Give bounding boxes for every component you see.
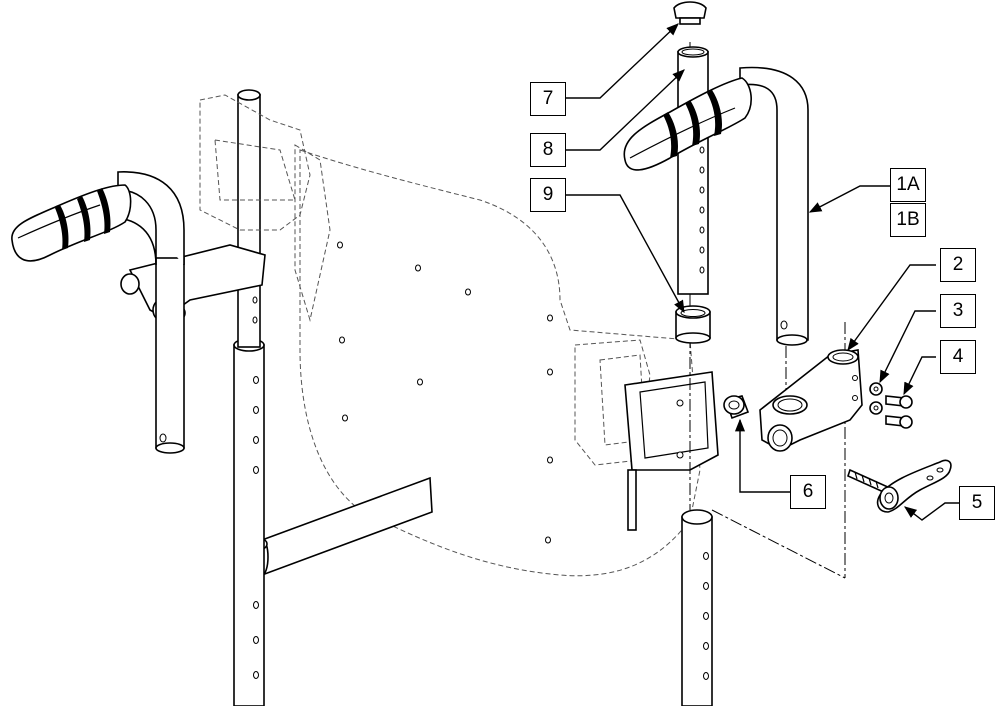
callout-2: 2 — [940, 248, 976, 282]
backrest-panel-ghost — [299, 149, 701, 577]
callout-9: 9 — [530, 178, 566, 212]
callout-4: 4 — [940, 340, 976, 374]
part-3-washers — [869, 382, 883, 415]
panel-holes — [337, 241, 553, 544]
callout-6: 6 — [790, 475, 826, 509]
left-grip — [11, 184, 132, 262]
callout-3: 3 — [940, 294, 976, 328]
part-2-clamp-block — [759, 349, 863, 452]
part-8-adjustment-tube — [677, 46, 709, 295]
left-frame-post — [233, 344, 265, 706]
post-holes — [253, 376, 259, 679]
callout-5: 5 — [959, 486, 995, 520]
part-9-bushing — [675, 305, 711, 344]
part-1-grip — [623, 77, 752, 171]
callout-1b: 1B — [890, 203, 926, 237]
part-4-screws — [885, 395, 913, 429]
part-5-cam-lever — [847, 459, 952, 513]
part-7-end-cap — [673, 1, 707, 25]
right-frame-post — [681, 509, 713, 706]
callout-1a: 1A — [890, 168, 926, 202]
callout-7: 7 — [530, 82, 566, 116]
left-armrest-assembly — [11, 89, 701, 706]
part-1-armrest-handle — [623, 66, 809, 346]
leader-lines — [566, 23, 959, 521]
callout-8: 8 — [530, 133, 566, 167]
receiver-bracket — [624, 371, 719, 531]
part-6-spacer — [723, 395, 750, 420]
upper-bracket-ghost — [199, 94, 311, 231]
